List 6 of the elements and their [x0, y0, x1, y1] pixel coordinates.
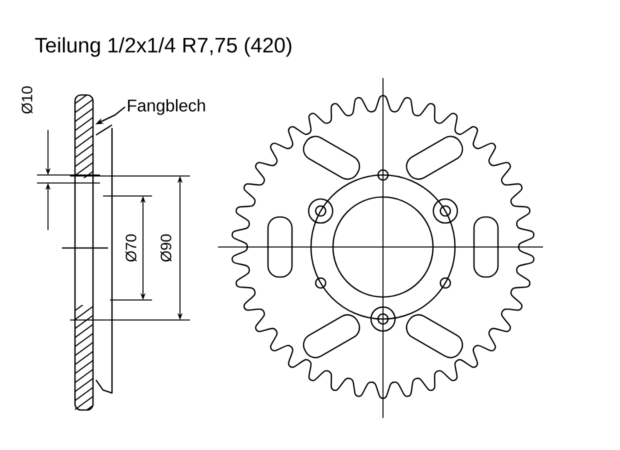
part-label: Fangblech	[128, 99, 205, 115]
dimension-label: Ø90	[159, 232, 173, 264]
title: Teilung 1/2x1/4 R7,75 (420)	[35, 37, 292, 57]
guard-plate-drawing	[95, 124, 113, 394]
dimension-label: Ø10	[20, 84, 34, 116]
dimension-label: Ø70	[124, 232, 138, 264]
